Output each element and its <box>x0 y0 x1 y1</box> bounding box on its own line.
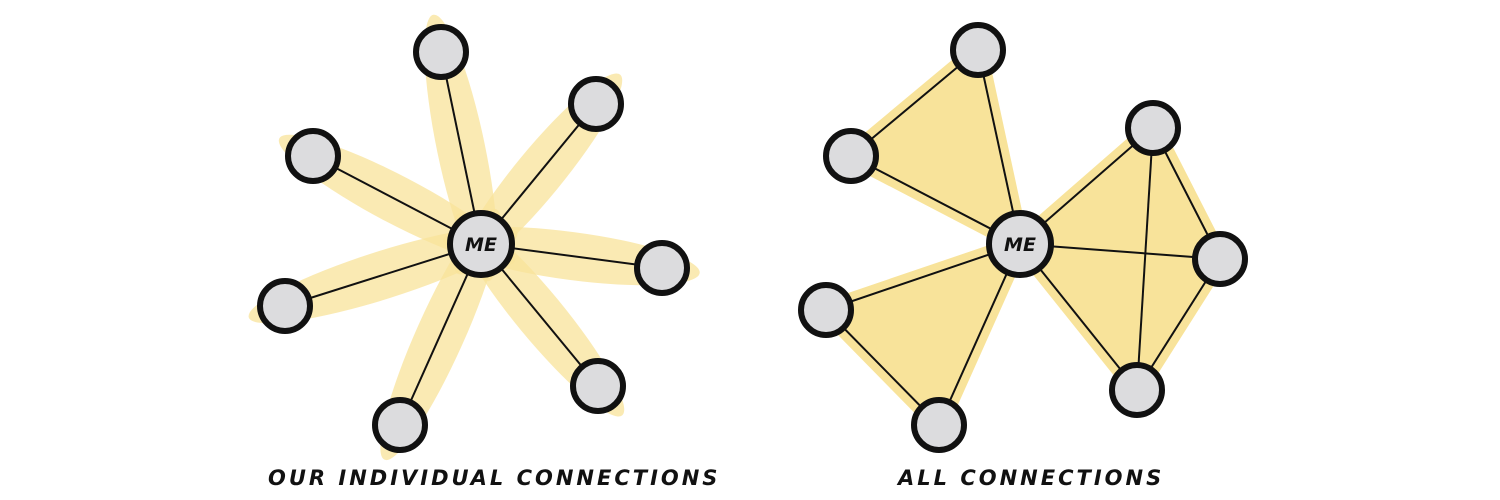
person-node <box>911 397 967 453</box>
caption-individual-connections: OUR INDIVIDUAL CONNECTIONS <box>268 466 721 490</box>
me-label-left: ME <box>465 234 497 256</box>
me-label-right: ME <box>1004 234 1036 256</box>
person-node <box>568 76 624 132</box>
me-node-circle <box>986 210 1054 278</box>
left-me-node: ME <box>447 210 515 278</box>
right-me-node: ME <box>986 210 1054 278</box>
connection-line <box>1136 127 1154 391</box>
person-node <box>285 128 341 184</box>
caption-all-connections: ALL CONNECTIONS <box>898 466 1165 490</box>
person-node <box>823 128 879 184</box>
person-node <box>950 22 1006 78</box>
individual-connections-diagram: ME <box>248 14 700 461</box>
right-nodes <box>798 22 1248 453</box>
person-node <box>413 24 469 80</box>
connection-line <box>825 243 1021 311</box>
highlight-area <box>817 235 1029 434</box>
person-node <box>1109 362 1165 418</box>
connection-line <box>284 243 482 307</box>
all-connections-diagram: ME <box>798 22 1248 453</box>
person-node <box>1125 100 1181 156</box>
person-node <box>257 278 313 334</box>
person-node <box>1192 231 1248 287</box>
me-node-circle <box>447 210 515 278</box>
person-node <box>634 240 690 296</box>
person-node <box>372 397 428 453</box>
person-node <box>798 282 854 338</box>
left-nodes <box>257 24 690 453</box>
person-node <box>570 358 626 414</box>
